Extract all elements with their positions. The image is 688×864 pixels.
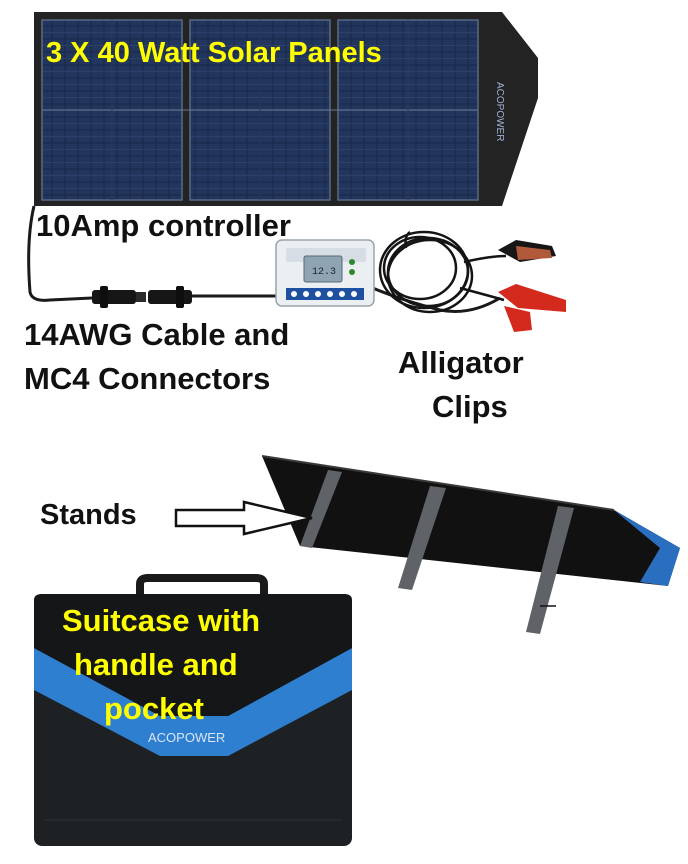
stand-leg-3 <box>526 506 574 634</box>
label-clips-line-2: Clips <box>432 389 508 424</box>
stand-leg-1 <box>300 470 342 548</box>
stand-leg-2 <box>398 486 446 590</box>
alligator-clip-red <box>498 284 566 332</box>
alligator-clip-black <box>498 240 556 262</box>
coiled-cable <box>378 230 507 314</box>
stands-arrow <box>174 500 313 536</box>
label-stands: Stands <box>40 499 137 531</box>
charge-controller <box>275 239 375 307</box>
label-suitcase-line-1: Suitcase with <box>62 603 261 638</box>
label-solar-panels: 3 X 40 Watt Solar Panels <box>46 37 382 69</box>
suitcase-bag <box>34 574 352 846</box>
bag-brand-logo: ACOPOWER <box>148 730 225 745</box>
solar-panel-array <box>34 12 538 206</box>
label-suitcase-line-2: handle and <box>74 647 238 682</box>
label-cable-line-2: MC4 Connectors <box>24 361 271 396</box>
label-controller: 10Amp controller <box>36 208 291 243</box>
panel-with-stands <box>261 455 680 634</box>
mc4-connectors <box>92 286 192 308</box>
label-clips-line-1: Alligator <box>398 345 524 380</box>
bag-handle <box>136 574 268 598</box>
controller-lcd <box>303 255 343 283</box>
label-suitcase-line-3: pocket <box>104 691 204 726</box>
controller-display-value: 12.3 <box>312 267 336 278</box>
label-cable-line-1: 14AWG Cable and <box>24 317 290 352</box>
panel-brand-logo: ACOPOWER <box>494 82 505 141</box>
